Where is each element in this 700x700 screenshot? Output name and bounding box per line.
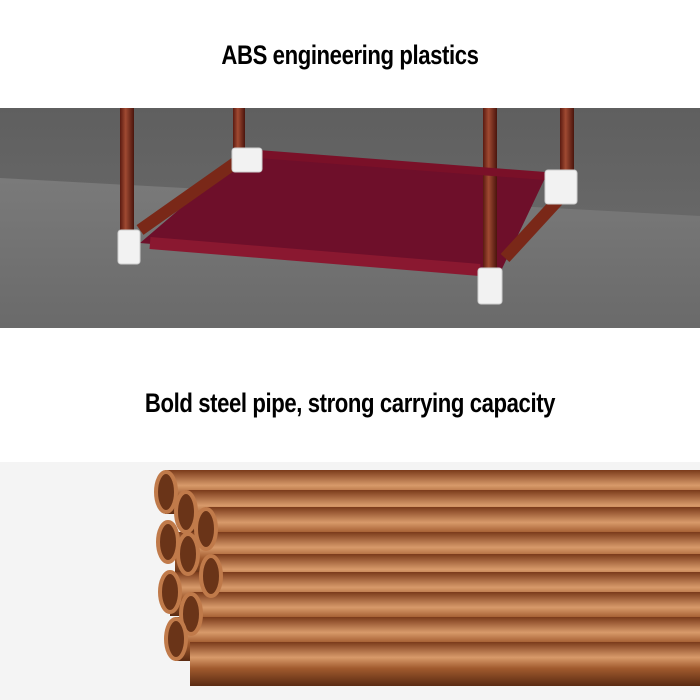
section-heading-abs: ABS engineering plastics [221,40,479,70]
abs-connectors [117,147,578,305]
section-heading-steel-pipe: Bold steel pipe, strong carrying capacit… [144,388,556,418]
pipes-image [0,462,700,700]
pipe-stack [154,470,700,686]
shelf-image [0,108,700,328]
fabric-shelf [140,153,545,273]
frame-rods [120,108,574,283]
